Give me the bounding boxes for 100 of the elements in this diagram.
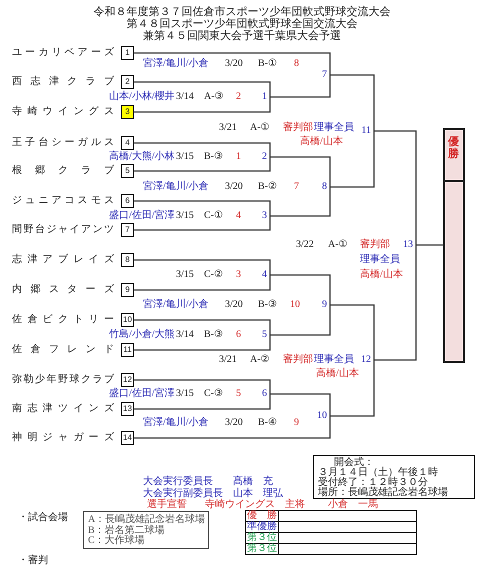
bracket-line <box>134 81 271 97</box>
seed-number-box: 5 <box>121 164 134 178</box>
label-text: 4 <box>236 211 241 221</box>
seed-number-box: 4 <box>121 136 134 150</box>
seed-number-box: 7 <box>121 223 134 237</box>
label-text: 3/15 <box>176 152 194 162</box>
bracket-line <box>330 74 375 131</box>
table-cell: 第３位 <box>245 543 279 555</box>
bracket-line <box>134 379 271 394</box>
bracket-line <box>330 304 375 360</box>
label-text: 3/14 <box>176 92 194 102</box>
label-text: C-② <box>204 270 223 280</box>
bracket-line <box>416 244 443 246</box>
bracket-line <box>134 275 271 291</box>
label-text: 小倉 一馬 <box>328 500 378 510</box>
label-text: C-③ <box>204 389 223 399</box>
info-panel <box>313 455 475 499</box>
label-text: 理事全員 <box>314 123 354 133</box>
label-text: 3/20 <box>225 418 243 428</box>
venue-text: C：大作球場 <box>88 536 146 546</box>
table-cell: 準優勝 <box>245 521 279 533</box>
label-text: 10 <box>290 300 300 310</box>
team-name: 間野台ジャイアンツ <box>12 224 114 236</box>
match-number: 10 <box>313 410 330 422</box>
seed-number-box: 3 <box>121 105 134 119</box>
match-number: 6 <box>253 388 270 400</box>
label-text: C-① <box>204 211 223 221</box>
label-text: 3/15 <box>176 389 194 399</box>
team-name: 南志津ツインズ <box>12 403 114 415</box>
bracket-line <box>374 245 417 361</box>
champion-label: 優勝 <box>448 136 459 160</box>
label-text: 6 <box>236 330 241 340</box>
label-text: 宮澤/亀川/小倉 <box>143 418 209 428</box>
label-text: 3/21 <box>219 355 237 365</box>
match-number: 4 <box>253 269 270 281</box>
bracket-line <box>270 393 331 416</box>
venue-panel <box>83 511 209 549</box>
team-name: 内郷スターズ <box>12 284 114 296</box>
label-text: 1 <box>236 152 241 162</box>
label-text: 高橋/山本 <box>360 270 403 280</box>
label-text: A-③ <box>204 92 224 102</box>
label-text: 竹島/小倉/大熊 <box>109 330 175 340</box>
label-text: A-② <box>250 355 270 365</box>
label-text: 3/20 <box>225 300 243 310</box>
label-text: 理事全員 <box>360 255 400 265</box>
label-text: 宮澤/亀川/小倉 <box>143 300 209 310</box>
label-text: 選手宣誓 <box>147 500 187 510</box>
team-name: 佐倉ビクトリー <box>12 314 114 326</box>
team-name: 寺崎ウイングス <box>12 106 114 118</box>
team-name: 王子台シーガルス <box>12 137 114 149</box>
seed-number-box: 13 <box>121 402 134 416</box>
match-number: 11 <box>357 125 374 137</box>
label-text: 3/15 <box>176 270 194 280</box>
label-text: ・審判 <box>18 556 48 566</box>
match-number: 2 <box>253 151 270 163</box>
label-text: 審判部 <box>283 123 313 133</box>
bracket-line <box>134 200 271 216</box>
label-text: 審判部 <box>283 355 313 365</box>
bracket-line <box>270 75 331 98</box>
bracket-line <box>270 305 331 336</box>
seed-number-box: 12 <box>121 373 134 387</box>
bracket-line <box>134 142 271 157</box>
team-name: 西志津クラブ <box>12 76 114 88</box>
match-number: 9 <box>313 299 330 311</box>
label-text: A-① <box>250 123 270 133</box>
match-number: 3 <box>253 210 270 222</box>
info-text: ３月１４日（土）午後１時 <box>318 468 439 478</box>
label-text: 山本 理弘 <box>233 489 283 499</box>
label-text: ・試合会場 <box>18 513 68 523</box>
label-text: 3/20 <box>225 59 243 69</box>
label-text: 9 <box>294 418 299 428</box>
info-text: 開会式： <box>334 458 375 468</box>
seed-number-box: 8 <box>121 253 134 267</box>
seed-number-box: 6 <box>121 194 134 208</box>
label-text: A-① <box>328 240 348 250</box>
label-text: B-③ <box>258 300 277 310</box>
label-text: 2 <box>236 92 241 102</box>
venue-text: A：長嶋茂雄記念岩名球場 <box>88 515 204 525</box>
match-number: 1 <box>253 91 270 103</box>
bracket-line <box>134 259 271 275</box>
champion-box <box>443 128 465 363</box>
label-text: 寺崎ウイングス <box>205 500 275 510</box>
subtitle: 第４８回スポーツ少年団軟式野球全国交流大会 <box>126 18 358 30</box>
team-name: 弥勒少年野球クラブ <box>12 374 114 386</box>
label-text: 高橋/山本 <box>300 137 343 147</box>
bracket-line <box>330 360 375 417</box>
table-cell: 優 勝 <box>245 510 279 522</box>
bracket-line <box>270 156 331 187</box>
team-name: 佐倉フレンド <box>12 344 114 356</box>
team-name: 根郷クラブ <box>12 165 114 177</box>
bracket-line <box>270 187 331 217</box>
label-text: 大会実行副委員長 <box>143 489 223 499</box>
label-text: 3 <box>236 270 241 280</box>
seed-number-box: 14 <box>121 431 134 445</box>
seed-number-box: 1 <box>121 46 134 60</box>
table-cell: 第３位 <box>245 532 279 544</box>
bracket-line <box>134 97 271 113</box>
match-number: 13 <box>399 239 416 251</box>
venue-text: B：岩名第二球場 <box>88 526 166 536</box>
label-text: B-③ <box>204 152 223 162</box>
